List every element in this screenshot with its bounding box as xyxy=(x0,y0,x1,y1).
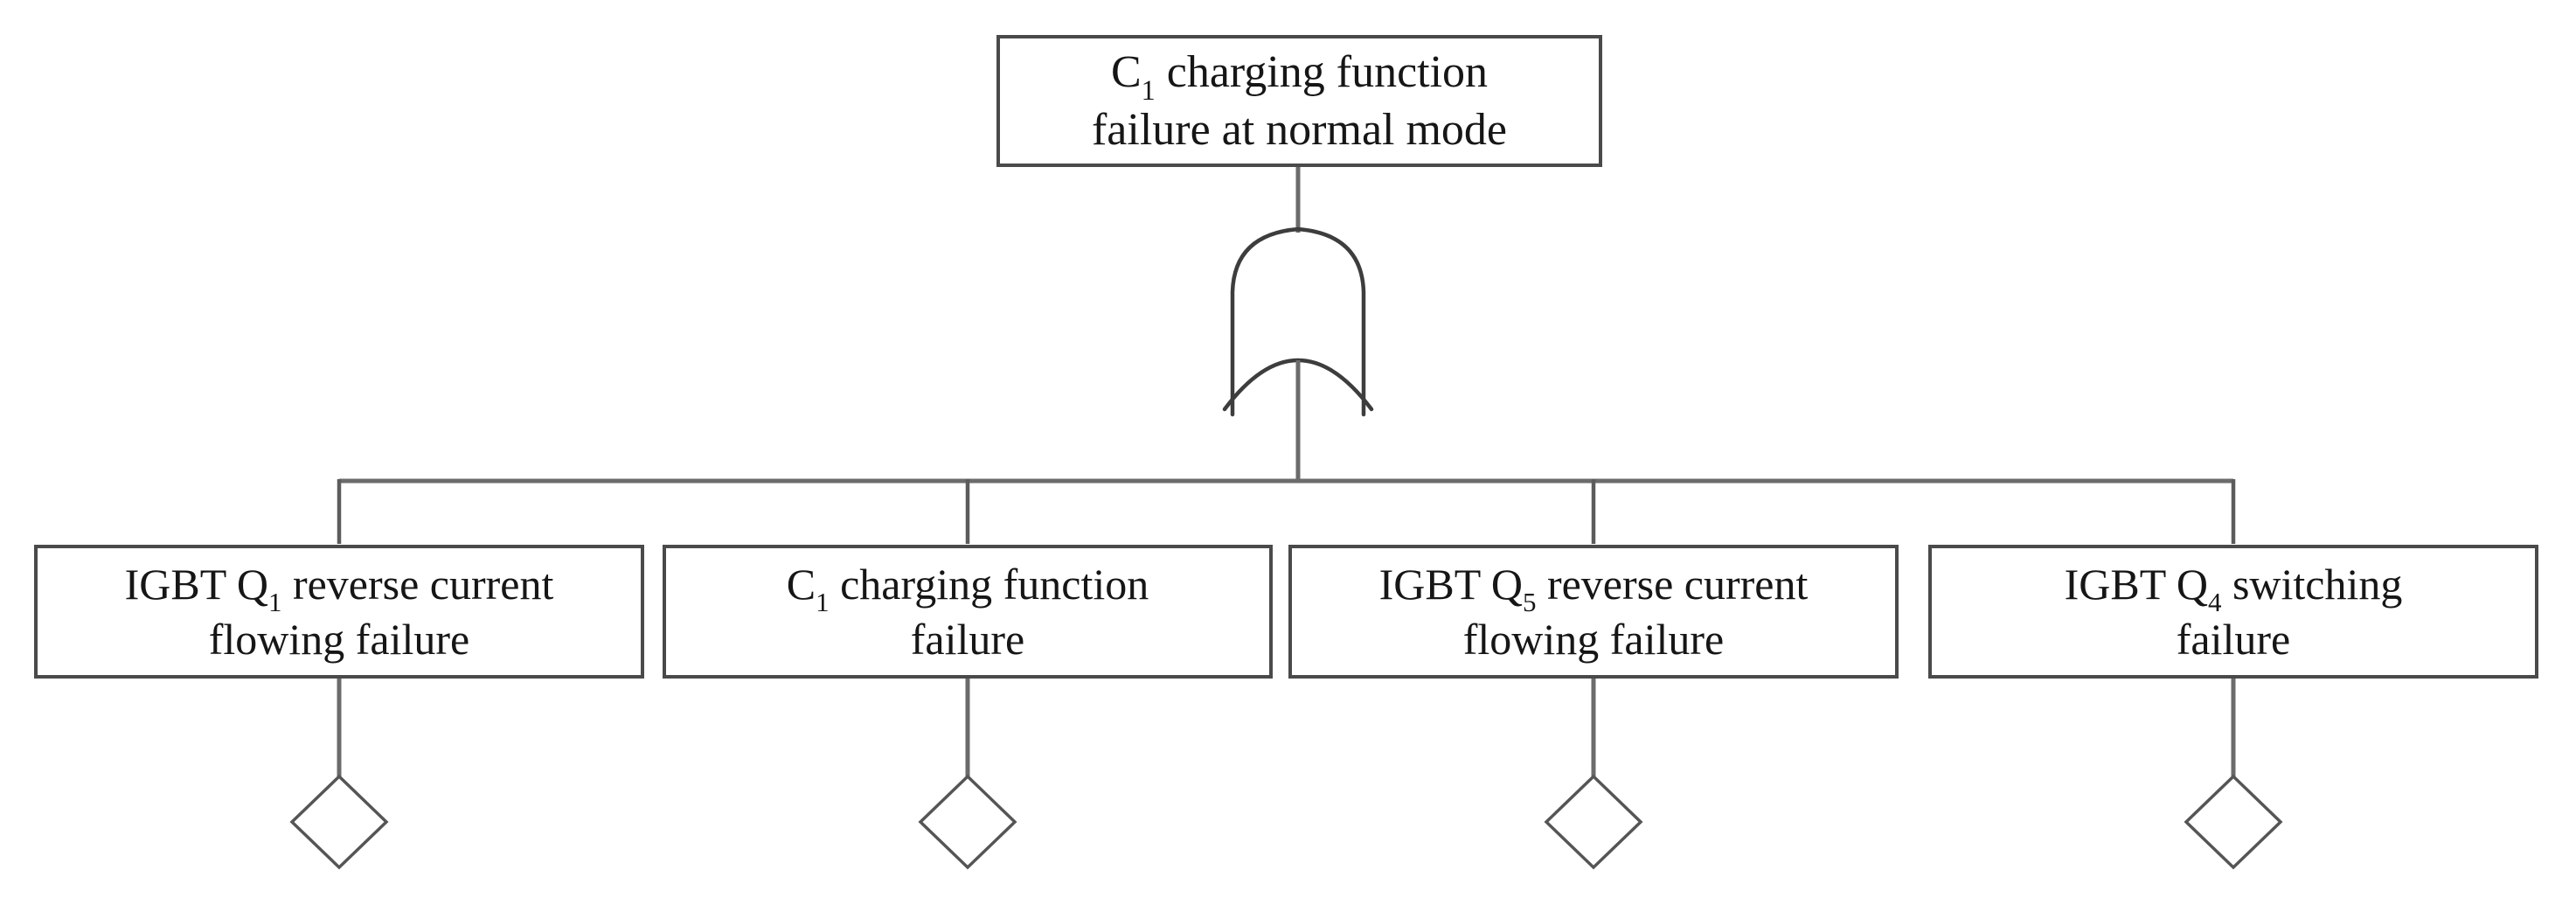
event-3-label-line-2: flowing failure xyxy=(1462,614,1725,664)
undeveloped-event-2-diamond-icon xyxy=(918,774,1017,870)
event-2-label-line-1: C1 charging function xyxy=(786,559,1149,618)
event-box-igbt-q5-reverse-current: IGBT Q5 reverse current flowing failure xyxy=(1288,545,1899,679)
event-box-c1-charging-function: C1 charging function failure xyxy=(663,545,1273,679)
event-3-label-line-1: IGBT Q5 reverse current xyxy=(1378,559,1809,618)
event-box-igbt-q1-reverse-current: IGBT Q1 reverse current flowing failure xyxy=(34,545,644,679)
top-event-label-line-1: C1 charging function xyxy=(1110,46,1489,106)
event-box-igbt-q4-switching: IGBT Q4 switching failure xyxy=(1928,545,2538,679)
or-gate-icon xyxy=(1230,226,1366,417)
top-event-label-line-2: failure at normal mode xyxy=(1091,104,1508,155)
top-event-box: C1 charging function failure at normal m… xyxy=(996,35,1602,167)
event-1-label-line-2: flowing failure xyxy=(208,614,470,664)
event-4-label-line-2: failure xyxy=(2176,614,2291,664)
event-4-label-line-1: IGBT Q4 switching xyxy=(2064,559,2403,618)
undeveloped-event-3-diamond-icon xyxy=(1544,774,1643,870)
event-2-label-line-2: failure xyxy=(910,614,1025,664)
event-1-label-line-1: IGBT Q1 reverse current xyxy=(124,559,554,618)
undeveloped-event-1-diamond-icon xyxy=(289,774,389,870)
undeveloped-event-4-diamond-icon xyxy=(2184,774,2283,870)
